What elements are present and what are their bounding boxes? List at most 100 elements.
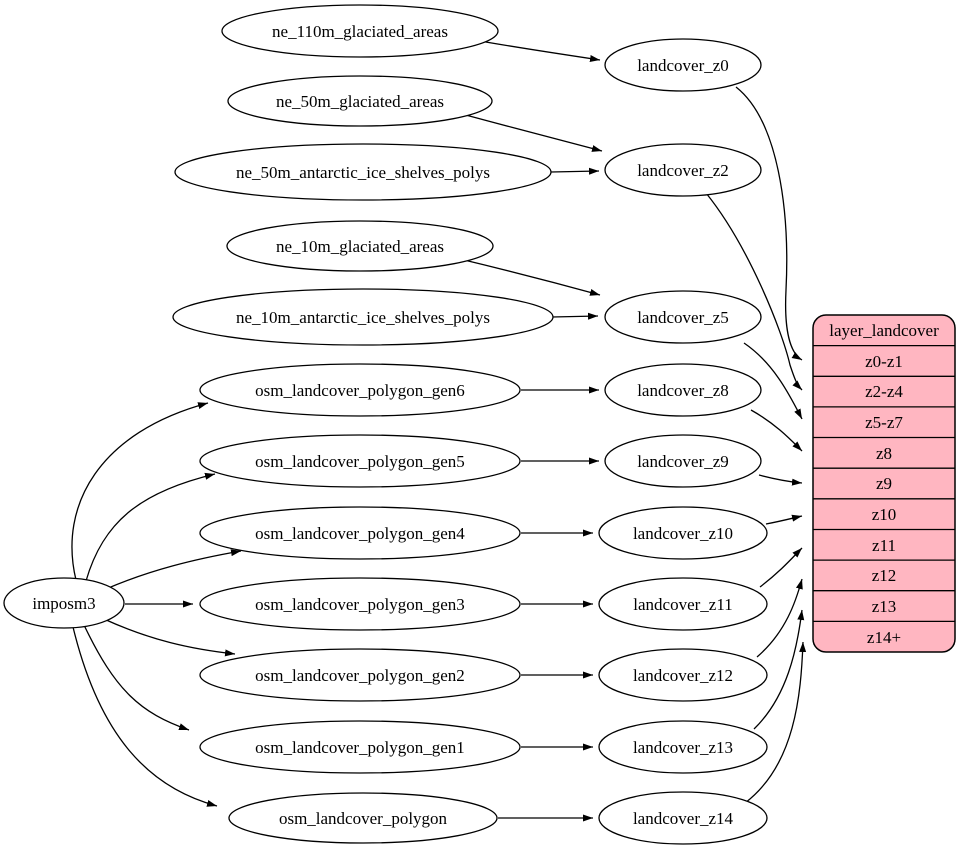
edge-landcover_z10--layer_landcover-z10 (765, 514, 803, 525)
node-label: osm_landcover_polygon_gen6 (255, 381, 465, 400)
node-label: osm_landcover_polygon (279, 809, 448, 828)
node-ellipse (174, 143, 552, 201)
node-landcover_z14: landcover_z14 (598, 791, 768, 845)
node-ne_50m_antarctic_ice_shelves_polys: ne_50m_antarctic_ice_shelves_polys (174, 143, 552, 201)
edge-landcover_z2--layer_landcover-z2-z4 (705, 192, 803, 391)
table-row-label: z12 (872, 566, 897, 585)
table-layer_landcover: layer_landcover z0-z1 z2-z4 z5-z7 z8 z9 … (812, 314, 956, 653)
node-label: landcover_z9 (637, 452, 729, 471)
node-label: osm_landcover_polygon_gen1 (255, 738, 465, 757)
node-ellipse (199, 434, 521, 488)
node-label: osm_landcover_polygon_gen2 (255, 666, 465, 685)
edge-landcover_z12--layer_landcover-z12 (756, 578, 803, 658)
edge-landcover_z9--layer_landcover-z9 (758, 474, 803, 486)
node-label: landcover_z14 (633, 809, 734, 828)
node-layer: ne_110m_glaciated_areas ne_50m_glaciated… (3, 4, 768, 845)
table-row-label: z0-z1 (865, 352, 903, 371)
node-label: landcover_z12 (633, 666, 733, 685)
node-label: landcover_z5 (637, 308, 729, 327)
node-ne_50m_glaciated_areas: ne_50m_glaciated_areas (227, 75, 493, 127)
edge-imposm3--osm_landcover_polygon_gen1 (83, 624, 190, 731)
edge-imposm3--osm_landcover_polygon_gen6 (71, 402, 209, 581)
node-ne_110m_glaciated_areas: ne_110m_glaciated_areas (221, 4, 499, 58)
edge-ne_10m_antarctic_ice_shelves_polys--landcover_z5 (551, 312, 599, 320)
node-ellipse (172, 288, 554, 346)
node-landcover_z2: landcover_z2 (604, 143, 762, 197)
node-ellipse (604, 290, 762, 344)
node-imposm3: imposm3 (3, 577, 125, 629)
edge-landcover_z0--layer_landcover-z0-z1 (735, 86, 803, 361)
node-ellipse (199, 577, 521, 631)
edge-ne_110m_glaciated_areas--landcover_z0 (479, 40, 601, 62)
node-osm_landcover_polygon: osm_landcover_polygon (228, 792, 498, 844)
table-row-label: z2-z4 (865, 382, 903, 401)
table-row-label: z5-z7 (865, 413, 903, 432)
edge-ne_50m_glaciated_areas--landcover_z2 (461, 113, 603, 152)
node-landcover_z9: landcover_z9 (604, 434, 762, 488)
node-ellipse (598, 720, 768, 774)
node-label: landcover_z10 (633, 524, 733, 543)
node-ellipse (199, 648, 521, 702)
node-landcover_z11: landcover_z11 (598, 577, 768, 631)
node-ellipse (604, 434, 762, 488)
node-ellipse (604, 363, 762, 417)
node-label: ne_50m_glaciated_areas (276, 92, 444, 111)
table-row-label: z9 (876, 474, 892, 493)
node-osm_landcover_polygon_gen2: osm_landcover_polygon_gen2 (199, 648, 521, 702)
node-landcover_z5: landcover_z5 (604, 290, 762, 344)
node-ellipse (199, 720, 521, 774)
node-ellipse (3, 577, 125, 629)
node-ellipse (226, 220, 494, 272)
edge-imposm3--osm_landcover_polygon (72, 626, 218, 807)
node-label: landcover_z0 (637, 56, 729, 75)
edge-imposm3--osm_landcover_polygon_gen4 (105, 549, 242, 590)
edge-landcover_z11--layer_landcover-z11 (759, 547, 803, 588)
table-row-label: z10 (872, 505, 897, 524)
node-label: ne_50m_antarctic_ice_shelves_polys (236, 163, 490, 182)
node-ellipse (598, 577, 768, 631)
table-row-label: z11 (872, 536, 896, 555)
table-frame (812, 314, 956, 653)
node-label: osm_landcover_polygon_gen4 (255, 524, 465, 543)
node-osm_landcover_polygon_gen4: osm_landcover_polygon_gen4 (199, 506, 521, 560)
node-landcover_z10: landcover_z10 (598, 506, 768, 560)
edge-landcover_z8--layer_landcover-z8 (750, 409, 803, 452)
node-landcover_z12: landcover_z12 (598, 648, 768, 702)
node-ellipse (604, 38, 762, 92)
node-ne_10m_glaciated_areas: ne_10m_glaciated_areas (226, 220, 494, 272)
edge-ne_50m_antarctic_ice_shelves_polys--landcover_z2 (550, 167, 600, 175)
node-landcover_z8: landcover_z8 (604, 363, 762, 417)
table-row-label: z14+ (867, 628, 901, 647)
node-ellipse (199, 363, 521, 417)
edge-imposm3--osm_landcover_polygon_gen5 (85, 472, 216, 582)
edge-landcover_z14--layer_landcover-z14plus (744, 641, 807, 804)
edge-ne_10m_glaciated_areas--landcover_z5 (459, 258, 601, 296)
node-ellipse (598, 648, 768, 702)
node-osm_landcover_polygon_gen5: osm_landcover_polygon_gen5 (199, 434, 521, 488)
node-label: landcover_z13 (633, 738, 733, 757)
node-landcover_z13: landcover_z13 (598, 720, 768, 774)
node-label: ne_110m_glaciated_areas (272, 22, 448, 41)
node-label: ne_10m_antarctic_ice_shelves_polys (236, 308, 490, 327)
node-osm_landcover_polygon_gen3: osm_landcover_polygon_gen3 (199, 577, 521, 631)
node-ellipse (598, 506, 768, 560)
node-landcover_z0: landcover_z0 (604, 38, 762, 92)
edge-imposm3--osm_landcover_polygon_gen2 (103, 618, 236, 657)
node-label: landcover_z2 (637, 161, 729, 180)
node-ellipse (221, 4, 499, 58)
edge-landcover_z13--layer_landcover-z13 (753, 609, 805, 730)
node-ne_10m_antarctic_ice_shelves_polys: ne_10m_antarctic_ice_shelves_polys (172, 288, 554, 346)
node-label: landcover_z11 (633, 595, 732, 614)
node-ellipse (199, 506, 521, 560)
node-osm_landcover_polygon_gen6: osm_landcover_polygon_gen6 (199, 363, 521, 417)
edge-landcover_z5--layer_landcover-z5-z7 (743, 342, 803, 420)
node-ellipse (228, 792, 498, 844)
node-label: imposm3 (32, 594, 95, 613)
table-row-label: z13 (872, 597, 897, 616)
node-label: osm_landcover_polygon_gen5 (255, 452, 465, 471)
table-row-label: z8 (876, 444, 892, 463)
table-title: layer_landcover (829, 321, 939, 340)
node-ellipse (598, 791, 768, 845)
node-label: landcover_z8 (637, 381, 729, 400)
